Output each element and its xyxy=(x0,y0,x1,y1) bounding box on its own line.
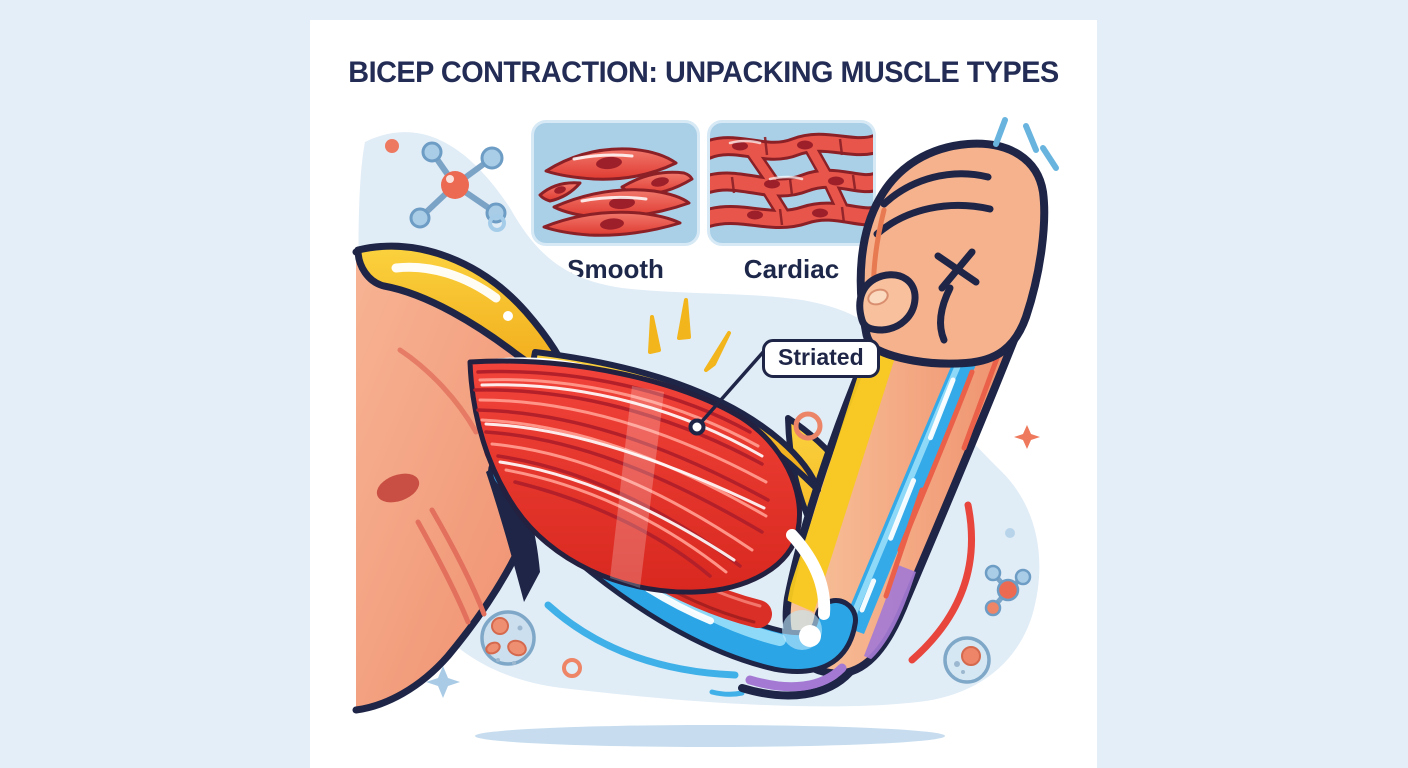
poster-panel: BICEP CONTRACTION: UNPACKING MUSCLE TYPE… xyxy=(310,20,1097,768)
thumbnail xyxy=(867,288,889,306)
striated-callout: Striated xyxy=(762,339,880,378)
molecule-icon-top-left xyxy=(409,141,507,229)
smooth-tissue-card xyxy=(534,123,697,243)
molecule-icon-bottom-right xyxy=(984,564,1032,617)
cell-icon-bottom-left xyxy=(480,610,536,666)
smooth-muscle-tissue-icon xyxy=(538,147,694,237)
ring-dot-orange-2 xyxy=(793,411,823,441)
arm-figure xyxy=(352,139,1049,714)
plus-sparkle-icon xyxy=(1014,425,1040,449)
ground-shadow xyxy=(475,725,945,747)
swoosh-line-blue xyxy=(544,601,739,679)
cardiac-tissue-label: Cardiac xyxy=(743,254,840,284)
fist xyxy=(856,139,1049,368)
swoosh-dash-blue xyxy=(709,689,745,697)
emphasis-sparks-yellow xyxy=(648,298,731,372)
red-dot xyxy=(385,139,399,153)
ring-dot-orange-1 xyxy=(562,658,582,678)
sparkle-icon-blue xyxy=(426,666,460,698)
bicep-muscle xyxy=(467,358,831,620)
swoosh-line-red xyxy=(908,501,975,664)
thumb xyxy=(856,271,919,334)
cardiac-tissue-card xyxy=(710,123,873,243)
blue-dot-2 xyxy=(1005,528,1015,538)
arm-illustration xyxy=(352,117,1059,747)
cell-icon-bottom-right xyxy=(943,636,991,684)
cardiac-muscle-tissue-icon xyxy=(710,132,873,229)
ring-dot-blue-1 xyxy=(488,214,506,232)
armpit-shadow xyxy=(486,458,540,602)
page-title: BICEP CONTRACTION: UNPACKING MUSCLE TYPE… xyxy=(348,56,1059,89)
callout-leader xyxy=(688,348,767,436)
emphasis-dashes-blue xyxy=(993,117,1059,171)
